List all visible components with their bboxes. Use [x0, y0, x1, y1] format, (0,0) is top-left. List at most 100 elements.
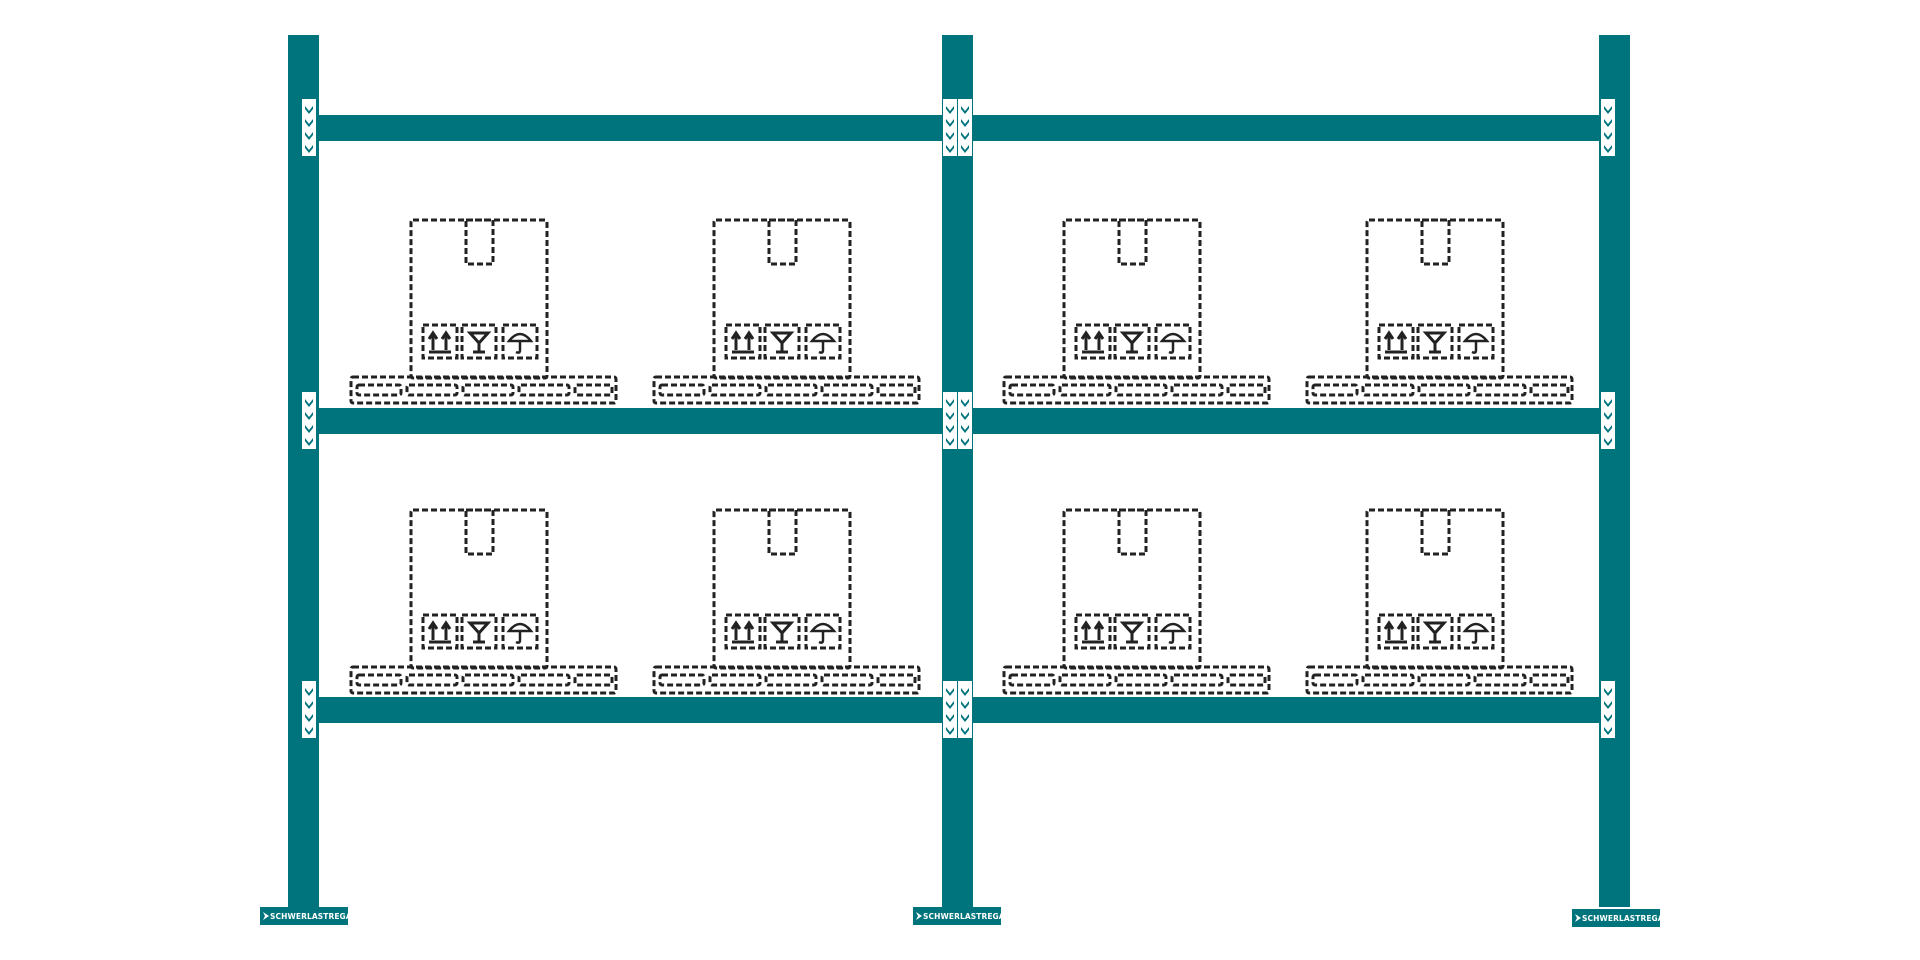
pallet-slot: [461, 383, 515, 397]
label-background: [302, 99, 316, 156]
chevron-down-icon: [305, 688, 313, 696]
label-background: [958, 99, 972, 156]
pallet-slot: [517, 383, 571, 397]
pallet-with-box: [652, 508, 921, 695]
cardboard-box: [712, 218, 852, 380]
icon-frame: [1074, 323, 1112, 360]
keep-dry-umbrella-icon: [1154, 323, 1192, 360]
pallet-slot: [405, 383, 459, 397]
umbrella-shape: [506, 622, 534, 644]
chevron-down-icon: [946, 438, 954, 446]
pallet-slot: [1058, 673, 1112, 687]
icon-frame: [501, 613, 539, 650]
chevron-down-icon: [961, 727, 969, 735]
pallet-slot: [573, 383, 614, 397]
label-background: [958, 392, 972, 449]
pallet-slot: [708, 673, 762, 687]
pallet-slot: [1361, 673, 1415, 687]
brand-logo: SCHWERLASTREGAL.DE: [1572, 909, 1683, 927]
chevron-down-icon: [961, 425, 969, 433]
arrow-shape: [1383, 620, 1408, 644]
pallet-slot: [820, 383, 874, 397]
umbrella-shape: [506, 332, 534, 354]
label-background: [958, 681, 972, 738]
pallet-slot: [355, 383, 403, 397]
packing-tape: [1117, 508, 1148, 556]
cardboard-box: [1365, 218, 1505, 380]
logo-plate: [260, 907, 348, 925]
label-background: [302, 392, 316, 449]
arrow-shape: [1080, 330, 1105, 354]
glass-shape: [466, 621, 492, 644]
icon-frame: [421, 613, 459, 650]
pallet-with-box: [652, 218, 921, 405]
keep-dry-umbrella-icon: [804, 323, 842, 360]
shelf-beam: [972, 697, 1599, 723]
label-background: [943, 392, 957, 449]
brand-logo: SCHWERLASTREGAL.DE: [260, 907, 371, 925]
pallet-slot: [1170, 673, 1224, 687]
label-background: [1601, 681, 1615, 738]
chevron-down-icon: [946, 399, 954, 407]
pallet-slot: [658, 673, 706, 687]
pallet-slot: [876, 673, 917, 687]
chevron-down-icon: [305, 132, 313, 140]
pallet-slot: [1114, 673, 1168, 687]
fragile-glass-icon: [1113, 613, 1151, 650]
load-label: [943, 681, 957, 738]
chevron-down-icon: [305, 727, 313, 735]
pallet-slot: [1058, 383, 1112, 397]
chevron-down-icon: [305, 714, 313, 722]
icon-frame: [763, 613, 801, 650]
chevron-down-icon: [1604, 132, 1612, 140]
umbrella-shape: [809, 332, 837, 354]
icon-frame: [1154, 613, 1192, 650]
icon-frame: [1377, 613, 1415, 650]
pallet-slot: [1473, 673, 1527, 687]
pallet-with-box: [1002, 508, 1271, 695]
load-label: [943, 99, 957, 156]
load-label: [958, 99, 972, 156]
cardboard-box: [1062, 508, 1202, 670]
logo-plate: [913, 907, 1001, 925]
icon-frame: [460, 613, 498, 650]
pallet-slot: [355, 673, 403, 687]
arrow-shape: [730, 330, 755, 354]
chevron-down-icon: [1604, 145, 1612, 153]
chevron-down-icon: [1604, 688, 1612, 696]
chevron-down-icon: [305, 399, 313, 407]
label-background: [943, 99, 957, 156]
icon-frame: [1416, 613, 1454, 650]
packing-tape: [464, 508, 495, 556]
icon-frame: [804, 323, 842, 360]
pallet-slot: [708, 383, 762, 397]
glass-shape: [769, 621, 795, 644]
chevron-down-icon: [305, 438, 313, 446]
pallet-with-box: [349, 508, 618, 695]
chevron-down-icon: [946, 727, 954, 735]
label-background: [943, 681, 957, 738]
icon-frame: [1113, 613, 1151, 650]
load-label: [302, 99, 316, 156]
label-background: [302, 681, 316, 738]
chevron-down-icon: [305, 412, 313, 420]
pallet-slot: [1008, 383, 1056, 397]
icon-frame: [1377, 323, 1415, 360]
chevron-down-icon: [961, 132, 969, 140]
logo-arrow-icon: [1575, 914, 1581, 922]
packing-tape: [1420, 218, 1451, 266]
chevron-down-icon: [946, 412, 954, 420]
chevron-down-icon: [946, 714, 954, 722]
umbrella-shape: [1462, 622, 1490, 644]
pallet-slot: [658, 383, 706, 397]
icon-frame: [1113, 323, 1151, 360]
chevron-down-icon: [1604, 425, 1612, 433]
umbrella-shape: [1159, 622, 1187, 644]
glass-shape: [1422, 331, 1448, 354]
icon-frame: [460, 323, 498, 360]
keep-dry-umbrella-icon: [501, 613, 539, 650]
pallet-slot: [1417, 383, 1471, 397]
shelf-beam: [318, 115, 942, 141]
upright-post: [942, 35, 973, 907]
shelf-beam: [318, 408, 942, 434]
